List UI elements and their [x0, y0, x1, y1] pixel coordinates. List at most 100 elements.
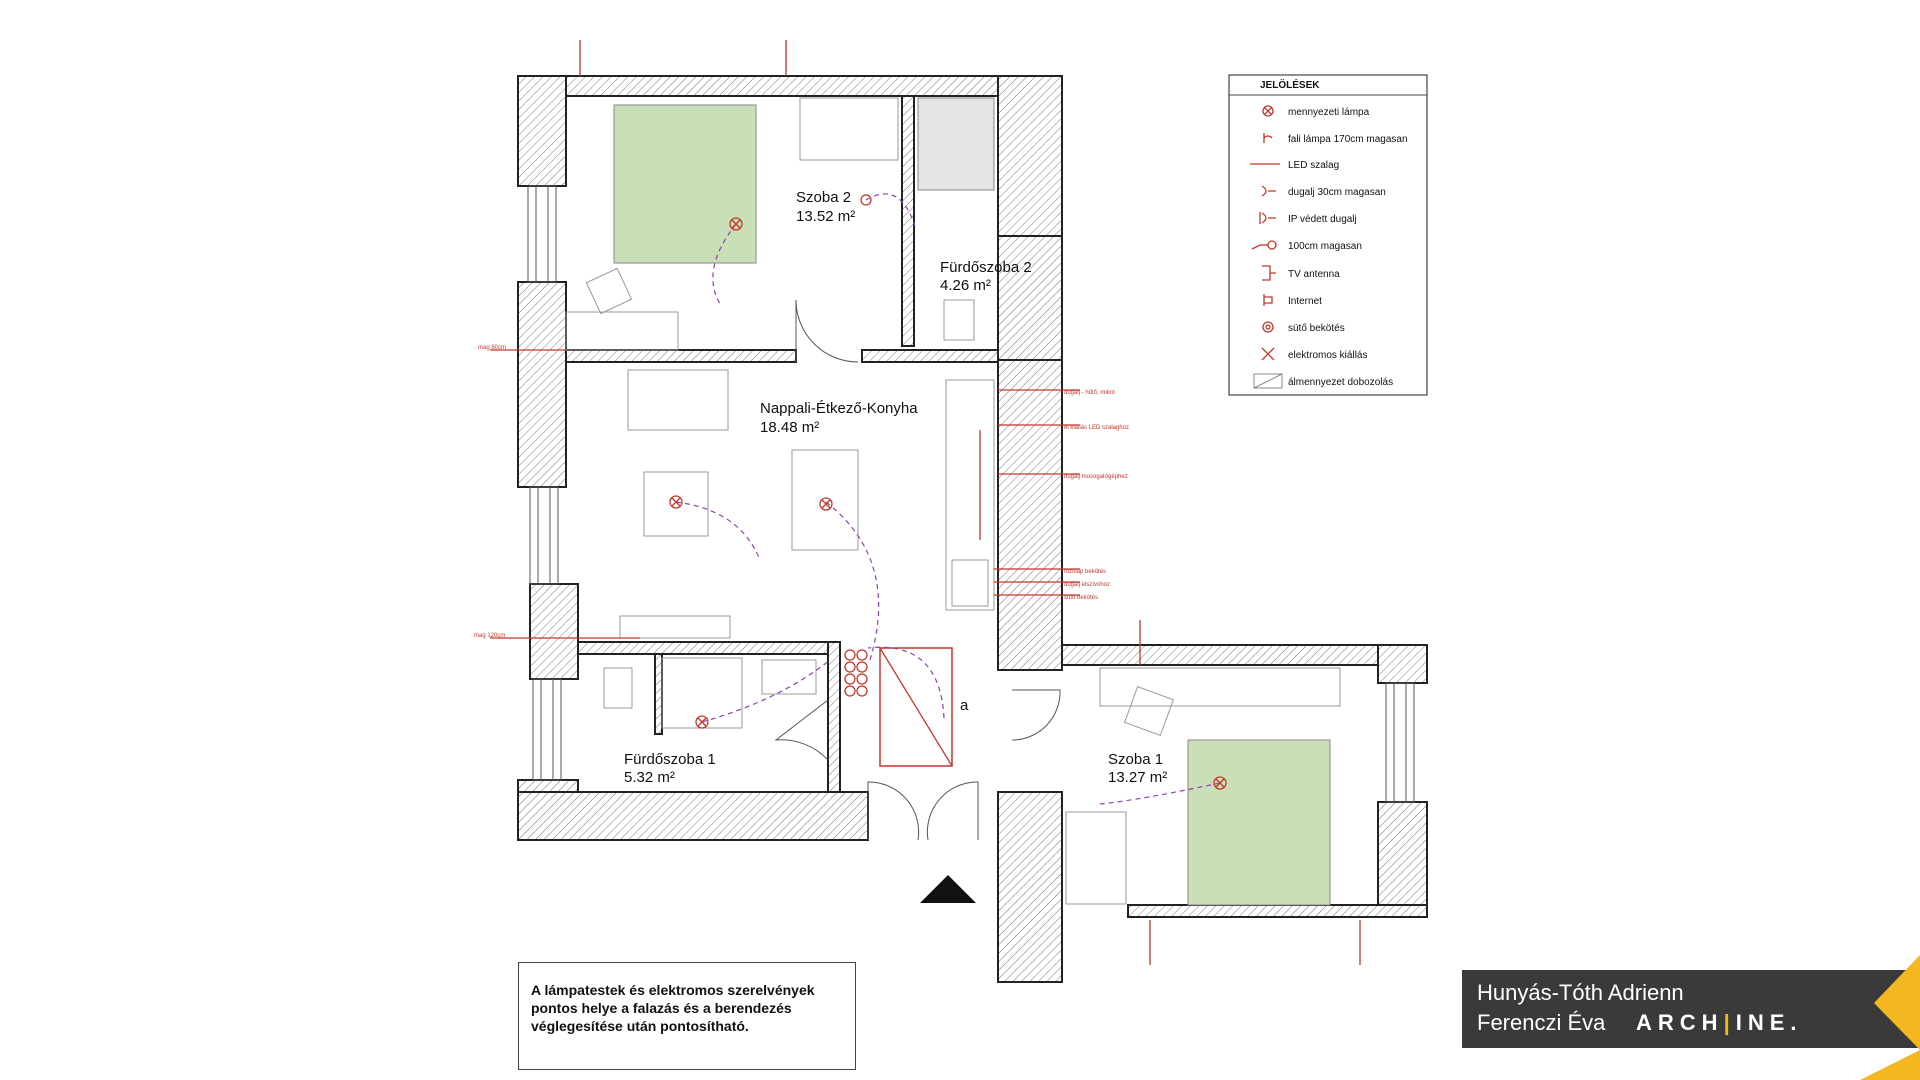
- sink-bath1: [761, 659, 817, 695]
- wall-left-upper: [517, 75, 567, 187]
- legend-item-label: 100cm magasan: [1288, 241, 1362, 252]
- door-entrance-right: [926, 781, 979, 841]
- walls: [517, 75, 1428, 983]
- shower-bath2: [917, 97, 995, 191]
- room-szoba1-area: 13.27 m²: [1108, 769, 1167, 786]
- wall-bath1-right: [827, 641, 841, 793]
- window-bath1: [532, 678, 562, 781]
- legend-box: [1228, 74, 1428, 396]
- window-szoba1: [1385, 682, 1415, 803]
- annotation-right-3: dugalj mosogatógéphez: [1064, 474, 1128, 480]
- legend-item-label: elektromos kiállás: [1288, 350, 1367, 361]
- wall-szoba1-bottom: [1127, 904, 1428, 918]
- room-nappali-area: 18.48 m²: [760, 419, 819, 436]
- entrance-arrow-icon: [920, 875, 976, 903]
- wall-szoba1-right: [1377, 801, 1428, 918]
- legend: JELÖLÉSEK mennyezeti lámpa fali lámpa 17…: [1228, 74, 1428, 396]
- sofa: [627, 369, 729, 431]
- wall-top-right: [997, 75, 1063, 237]
- note-line-2: pontos helye a falazás és a berendezés: [531, 1000, 792, 1016]
- annotation-right-5: dugalj elszívóhoz: [1064, 582, 1110, 588]
- wiring: [675, 193, 1221, 805]
- windows: [527, 185, 1415, 803]
- furniture: [565, 97, 1341, 906]
- wall-szoba1-top-right: [1377, 644, 1428, 684]
- room-szoba1-name: Szoba 1: [1108, 751, 1163, 768]
- legend-item-label: LED szalag: [1288, 160, 1339, 171]
- tv-stand: [619, 615, 731, 639]
- room-labels: Szoba 2 13.52 m² Fürdőszoba 2 4.26 m² Na…: [624, 189, 1167, 786]
- room-furdo1-name: Fürdőszoba 1: [624, 751, 716, 768]
- wall-right-box: [997, 235, 1063, 361]
- wall-left-lower: [529, 583, 579, 680]
- room-nappali-name: Nappali-Étkező-Konyha: [760, 400, 918, 417]
- legend-item-label: IP védett dugalj: [1288, 214, 1357, 225]
- legend-item-label: sütő bekötés: [1288, 323, 1345, 334]
- internet-icon: [1263, 294, 1273, 306]
- author-name-2: Ferenczi Éva: [1477, 1010, 1606, 1035]
- note-box: A lámpatestek és elektromos szerelvények…: [518, 962, 856, 1070]
- room-furdo2-name: Fürdőszoba 2: [940, 259, 1032, 276]
- ceiling-lamps: [669, 194, 1227, 790]
- wardrobe-szoba2: [799, 97, 899, 161]
- room-furdo1-area: 5.32 m²: [624, 769, 675, 786]
- marker-a: a: [960, 697, 969, 714]
- wall-corridor-bottom: [997, 791, 1063, 983]
- wardrobe-hall: [879, 647, 953, 767]
- author-name-1: Hunyás-Tóth Adrienn: [1477, 980, 1684, 1005]
- door-szoba1: [1011, 689, 1061, 741]
- bed-szoba2: [613, 104, 757, 264]
- dining-table: [791, 449, 859, 551]
- room-szoba2-name: Szoba 2: [796, 189, 851, 206]
- legend-item-label: álmennyezet dobozolás: [1288, 377, 1393, 388]
- legend-item-label: fali lámpa 170cm magasan: [1288, 134, 1408, 145]
- window-nappali: [529, 486, 559, 585]
- annotation-height-120: mag 120cm: [474, 633, 505, 639]
- ceiling-box-icon: [1253, 373, 1283, 389]
- armchair-szoba1: [1124, 686, 1174, 736]
- ceiling-lamp-icon: [1262, 105, 1274, 117]
- door-bath1: [774, 699, 829, 761]
- tv-antenna-icon: [1262, 265, 1276, 281]
- electric-outlet-icon: [1261, 347, 1275, 361]
- annotation-right-6: sütő bekötés: [1064, 595, 1098, 601]
- wall-bath1-top: [577, 641, 841, 655]
- door-entrance-left: [867, 781, 920, 841]
- socket-icon: [1261, 185, 1276, 197]
- ceiling-lamp-icon: [729, 217, 743, 231]
- legend-item-label: dugalj 30cm magasan: [1288, 187, 1386, 198]
- ceiling-lamp-icon: [1213, 776, 1227, 790]
- annotation-height-80: mag 80cm: [478, 345, 506, 351]
- bed-szoba1: [1187, 739, 1331, 906]
- room-szoba2-area: 13.52 m²: [796, 208, 855, 225]
- window-szoba2: [527, 185, 557, 283]
- shower-bath1: [661, 657, 743, 729]
- wall-right-vertical: [997, 359, 1063, 671]
- ceiling-lamp-icon: [819, 497, 833, 511]
- wall-bottom-left: [517, 791, 869, 841]
- wall-szoba2-bottom-right: [861, 349, 999, 363]
- desk-szoba1: [1099, 667, 1341, 707]
- ip-socket-icon: [1259, 212, 1276, 224]
- wall-left-mid: [517, 281, 567, 488]
- toilet-bath2: [943, 299, 975, 341]
- credit-banner: Hunyás-Tóth Adrienn Ferenczi Éva ARCH|IN…: [1462, 970, 1920, 1048]
- desk-szoba2: [565, 311, 679, 351]
- ceiling-lamp-icon: [669, 495, 683, 509]
- corner-accent: [1860, 955, 1920, 1080]
- annotations: mag 80cm mag 120cm dugalj - hűtő, mikró …: [474, 345, 1129, 639]
- annotation-right-1: dugalj - hűtő, mikró: [1064, 390, 1116, 396]
- wall-szoba2-bottom-left: [565, 349, 797, 363]
- toilet-bath1: [603, 667, 633, 709]
- note-line-3: véglegesítése után pontosítható.: [531, 1018, 749, 1034]
- cooktop: [951, 559, 989, 607]
- switch-icon: [1251, 240, 1277, 250]
- oven-connection-icon: [1262, 321, 1274, 333]
- legend-item-label: mennyezeti lámpa: [1288, 107, 1370, 118]
- note-line-1: A lámpatestek és elektromos szerelvények: [531, 982, 815, 998]
- armchair-szoba2: [585, 267, 633, 315]
- wall-bath2-left: [901, 95, 915, 347]
- wall-lamp-icon: [1263, 133, 1273, 143]
- logo-text-left: ARCH: [1636, 1010, 1724, 1035]
